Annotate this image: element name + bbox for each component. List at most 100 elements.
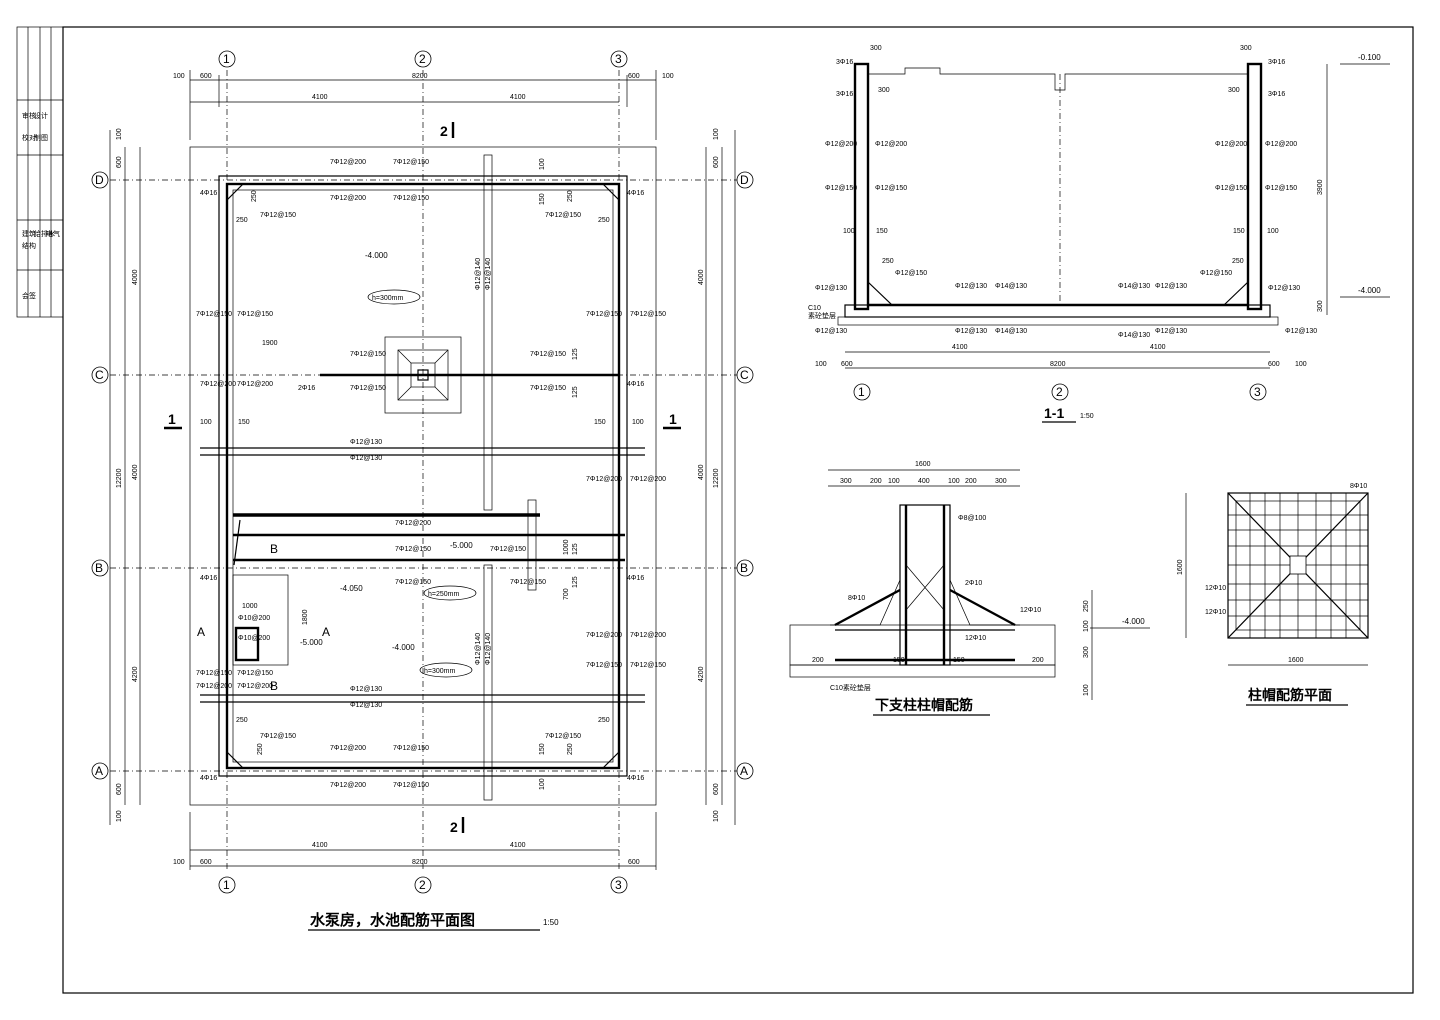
rebar-label-side-4: 7Φ12@150 — [237, 311, 273, 318]
sec-dim-4100-l: 4100 — [952, 344, 968, 351]
small-dim-250-1: 250 — [251, 190, 258, 202]
sec-rebar-200-3: Φ12@200 — [1215, 141, 1247, 148]
cap-dim-200-r: 200 — [965, 478, 977, 485]
cap-cross-2 — [905, 564, 945, 611]
rebar-label-4d16-2: 4Φ16 — [627, 190, 644, 197]
sec-rebar-200-1: Φ12@200 — [825, 141, 857, 148]
sec-level-top: -0.100 — [1358, 53, 1381, 62]
sec-rebar-3d16-1: 3Φ16 — [836, 59, 853, 66]
tb-arch: 建筑 — [22, 229, 36, 238]
sec-rebar-140-2: Φ14@130 — [1118, 283, 1150, 290]
section-bottom-slab — [844, 304, 1271, 318]
column-cap-section: 1600 300 200 100 400 100 200 300 Φ8@100 … — [789, 461, 1150, 716]
axis-label-1-top: 1 — [223, 52, 230, 66]
rebar-label-130-2: Φ12@130 — [350, 455, 382, 462]
tb-elec: 电气 — [46, 229, 60, 238]
dim-right-4000-2: 4000 — [698, 464, 705, 480]
rebar-label-top-2: 7Φ12@150 — [393, 159, 429, 166]
small-dim-250-2: 250 — [236, 217, 248, 224]
rebar-label-4d16-1: 4Φ16 — [200, 190, 217, 197]
plan-dims-top: 100 600 8200 600 100 4100 4100 — [173, 70, 674, 140]
rebar-label-4d16-3: 7Φ12@200 — [200, 381, 236, 388]
section-title: 1-1 — [1044, 405, 1064, 421]
rebar-label-150-10: 7Φ12@150 — [630, 662, 666, 669]
small-dim-700: 700 — [563, 588, 570, 600]
cap-level: -4.000 — [1122, 617, 1145, 626]
section-mark-a-left: A — [197, 625, 205, 639]
cap-bent-bar-left — [834, 588, 901, 627]
axis-label-3-top: 3 — [615, 52, 622, 66]
axis-label-1-bottom: 1 — [223, 878, 230, 892]
sec-dim-300-4: 300 — [1228, 87, 1240, 94]
cap-bedding-note: C10素砼垫层 — [830, 683, 871, 692]
axis-bubble-1-top — [218, 50, 236, 68]
rebar-label-sump-2: Φ10@200 — [238, 635, 270, 642]
cap-plan-rebar-8d10: 8Φ10 — [1350, 483, 1367, 490]
sec-rebar-3d16-3: 3Φ16 — [1268, 59, 1285, 66]
small-dim-150-1: 150 — [539, 193, 546, 205]
rebar-label-side-3: 7Φ12@150 — [196, 311, 232, 318]
section-mark-b-bottom: B — [270, 679, 278, 693]
small-dim-1900: 1900 — [262, 340, 278, 347]
rebar-label-side-6: 7Φ12@150 — [630, 311, 666, 318]
rebar-label-side-2: 7Φ12@150 — [545, 212, 581, 219]
sec-rebar-130-4: Φ12@130 — [1268, 285, 1300, 292]
rebar-label-150-11: 7Φ12@150 — [196, 670, 232, 677]
dim-bot-4100-l: 4100 — [312, 842, 328, 849]
section-roof — [868, 67, 1248, 91]
rebar-label-130-4: Φ12@130 — [350, 702, 382, 709]
dim-left-12200: 12200 — [116, 468, 123, 488]
axis-bubble-3-bottom — [610, 876, 628, 894]
dim-top-600-r: 600 — [628, 73, 640, 80]
rebar-label-mid-2: 7Φ12@150 — [350, 385, 386, 392]
small-dim-150-2: 150 — [238, 419, 250, 426]
sec-rebar-200-4: Φ12@200 — [1265, 141, 1297, 148]
rebar-label-140-4: Φ12@140 — [485, 633, 492, 665]
sec-rebar-150-5: Φ12@150 — [895, 270, 927, 277]
section-mark-a-right: A — [322, 625, 330, 639]
rebar-label-top-4: 7Φ12@150 — [393, 195, 429, 202]
rebar-label-bot-1: 7Φ12@200 — [330, 745, 366, 752]
dim-bot-600-l: 600 — [200, 859, 212, 866]
sec-axis-bubble-1 — [853, 383, 871, 401]
cap-dim-250: 250 — [1083, 600, 1090, 612]
tb-draw: 制图 — [34, 133, 48, 142]
dim-left-4000-2: 4000 — [132, 464, 139, 480]
rebar-label-2d16: 2Φ16 — [298, 385, 315, 392]
sec-rebar-150-6: Φ12@150 — [1200, 270, 1232, 277]
sec-rebar-140-4: Φ14@130 — [1118, 332, 1150, 339]
sec-small-250-l: 250 — [882, 258, 894, 265]
rebar-label-140-1: Φ12@140 — [475, 258, 482, 290]
plan-title: 水泵房，水池配筋平面图 — [310, 911, 475, 929]
tb-proof: 校对 — [22, 133, 36, 142]
sec-dim-300-3: 300 — [878, 87, 890, 94]
cap-plan-rebar-12d10-1: 12Φ10 — [1205, 585, 1226, 592]
sec-small-100-l: 100 — [843, 228, 855, 235]
dim-top-100-l: 100 — [173, 73, 185, 80]
sec-height-3900: 3900 — [1317, 179, 1324, 195]
small-dim-100-4: 100 — [539, 778, 546, 790]
dim-bot-100-l: 100 — [173, 859, 185, 866]
rebar-label-bot-6: 7Φ12@150 — [545, 733, 581, 740]
sec-small-100-r: 100 — [1267, 228, 1279, 235]
axis-bubble-1-bottom — [218, 876, 236, 894]
section-haunch-right — [1223, 281, 1249, 306]
sec-note-c10: C10 — [808, 305, 821, 312]
section-mark-1-left: 1 — [168, 411, 176, 427]
rebar-label-bot-3: 7Φ12@200 — [330, 782, 366, 789]
plan-rebar-lines — [200, 154, 645, 801]
dim-top-100-r: 100 — [662, 73, 674, 80]
sec-note-bedding: 素砼垫层 — [808, 311, 836, 320]
axis-label-c-left: C — [95, 368, 104, 382]
dim-right-600-b: 600 — [713, 783, 720, 795]
section-wall-left — [853, 62, 870, 311]
dim-top-600-l: 600 — [200, 73, 212, 80]
sec-dim-100-r: 100 — [1295, 361, 1307, 368]
small-dim-1800: 1800 — [302, 609, 309, 625]
cap-plan-title: 柱帽配筋平面 — [1248, 687, 1332, 703]
sec-dim-100-l: 100 — [815, 361, 827, 368]
dim-right-4200: 4200 — [698, 666, 705, 682]
section-bedding — [837, 316, 1279, 326]
section-mark-2-top: 2 — [440, 123, 448, 139]
